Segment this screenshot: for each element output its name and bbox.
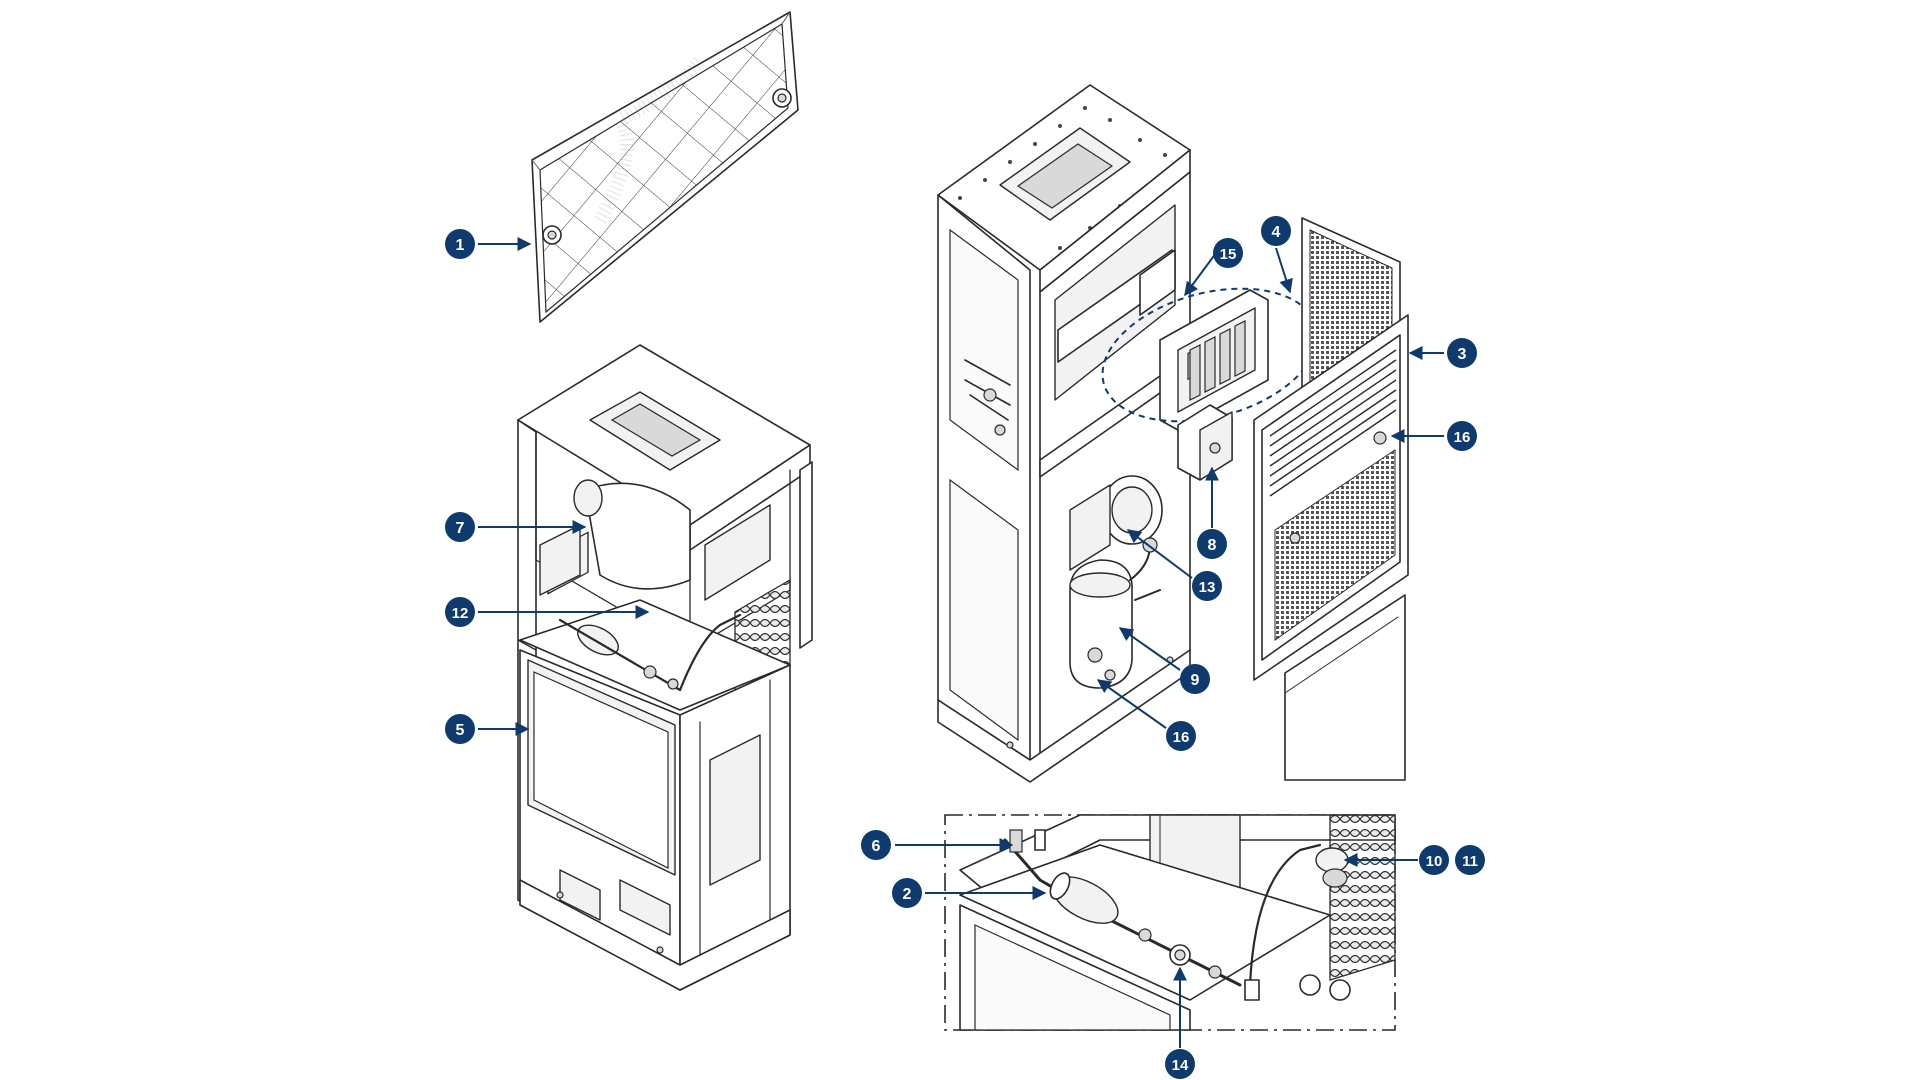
left-unit-assembly xyxy=(517,344,813,991)
callout-7: 7 xyxy=(445,512,475,542)
callout-14: 14 xyxy=(1165,1049,1195,1079)
callout-13: 13 xyxy=(1192,571,1222,601)
arrow-15 xyxy=(1184,252,1217,297)
arrow-9 xyxy=(1118,627,1181,671)
leader-arrows xyxy=(478,237,1444,1048)
callout-15: 15 xyxy=(1213,238,1243,268)
air-filter-panel xyxy=(531,11,799,323)
arrow-4 xyxy=(1275,247,1293,294)
svg-text:5: 5 xyxy=(456,722,465,739)
svg-text:13: 13 xyxy=(1199,579,1216,596)
svg-text:3: 3 xyxy=(1458,346,1467,363)
svg-text:4: 4 xyxy=(1272,224,1281,241)
svg-text:6: 6 xyxy=(872,838,881,855)
svg-text:16: 16 xyxy=(1454,429,1471,446)
svg-text:7: 7 xyxy=(456,520,465,537)
callout-6: 6 xyxy=(861,830,891,860)
callout-3: 3 xyxy=(1447,338,1477,368)
callout-12: 12 xyxy=(445,597,475,627)
callout-8: 8 xyxy=(1197,529,1227,559)
callout-badges: 1 7 12 5 4 15 3 16 8 13 9 16 6 2 10 11 1… xyxy=(445,216,1485,1079)
svg-text:1: 1 xyxy=(456,237,465,254)
callout-4: 4 xyxy=(1261,216,1291,246)
svg-text:10: 10 xyxy=(1426,853,1443,870)
callout-10: 10 xyxy=(1419,845,1449,875)
callout-11: 11 xyxy=(1455,845,1485,875)
svg-text:12: 12 xyxy=(452,605,469,622)
svg-text:11: 11 xyxy=(1462,853,1478,870)
callout-9: 9 xyxy=(1180,664,1210,694)
arrow-13 xyxy=(1126,529,1193,579)
front-panel-with-grilles xyxy=(1253,217,1409,781)
svg-text:8: 8 xyxy=(1208,537,1217,554)
detail-inset xyxy=(944,814,1396,1031)
middle-unit-assembly xyxy=(937,84,1191,783)
callout-1: 1 xyxy=(445,229,475,259)
callout-16-bottom: 16 xyxy=(1166,721,1196,751)
svg-text:9: 9 xyxy=(1191,672,1200,689)
svg-text:2: 2 xyxy=(903,886,912,903)
callout-16-top: 16 xyxy=(1447,421,1477,451)
callout-2: 2 xyxy=(892,878,922,908)
svg-text:15: 15 xyxy=(1220,246,1237,263)
svg-text:14: 14 xyxy=(1172,1057,1189,1074)
electrical-control-box xyxy=(1101,287,1319,481)
arrow-16b xyxy=(1096,679,1167,729)
svg-text:16: 16 xyxy=(1173,729,1190,746)
callout-5: 5 xyxy=(445,714,475,744)
